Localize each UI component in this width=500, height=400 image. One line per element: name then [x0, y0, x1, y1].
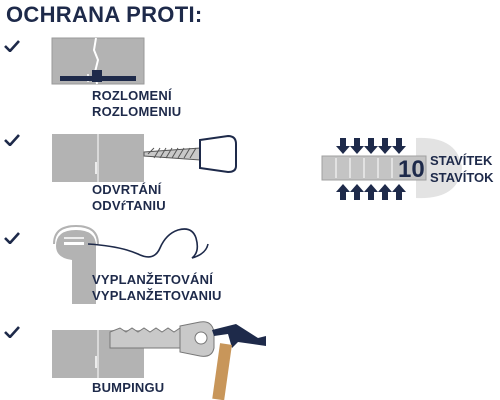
drill-icon [52, 134, 237, 182]
item-label-picking-2: VYPLANŽETOVANIU [92, 288, 222, 303]
item-label-drilling-2: ODVŕTANIU [92, 198, 166, 213]
check-icon [4, 40, 20, 52]
pin-count: 10 [398, 156, 425, 183]
check-icon [4, 326, 20, 338]
broken-cylinder-icon [51, 37, 145, 85]
item-label-drilling-1: ODVRTÁNÍ [92, 182, 162, 197]
item-label-bumping: BUMPINGU [92, 380, 165, 395]
page-title: OCHRANA PROTI: [6, 2, 203, 27]
item-label-breaking-1: ROZLOMENÍ [92, 88, 172, 103]
item-label-breaking-2: ROZLOMENIU [92, 104, 182, 119]
pin-label-2: STAVÍTOK [430, 170, 494, 185]
item-label-picking-1: VYPLANŽETOVÁNÍ [92, 272, 214, 287]
bump-key-icon [52, 321, 226, 400]
pick-icon [53, 224, 209, 304]
pin-cylinder-icon [321, 137, 462, 200]
pin-label-1: STAVÍTEK [430, 153, 493, 168]
check-icon [4, 232, 20, 244]
check-icon [4, 134, 20, 146]
hammer-icon [212, 324, 266, 400]
